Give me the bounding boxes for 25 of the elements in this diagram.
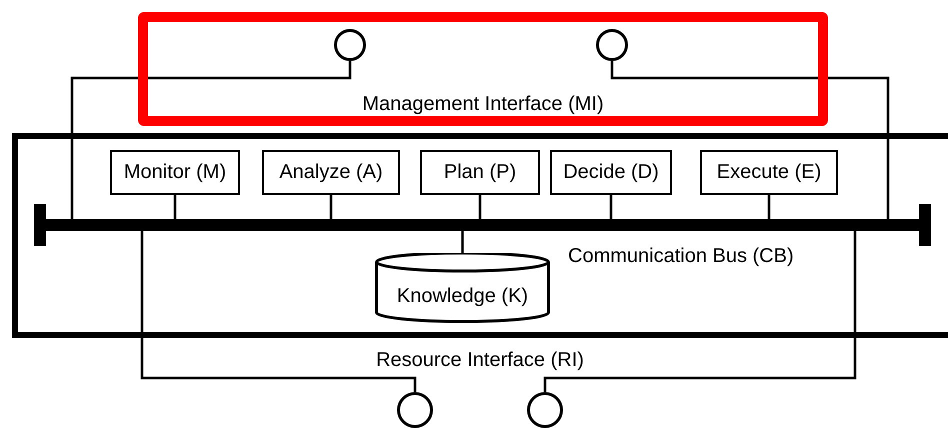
knowledge-cylinder: Knowledge (K) bbox=[375, 253, 550, 323]
connector-line bbox=[461, 231, 464, 253]
connector-line bbox=[768, 195, 770, 219]
component-box: Monitor (M) bbox=[110, 150, 240, 195]
connector-line bbox=[610, 61, 890, 219]
connector-line bbox=[478, 195, 482, 219]
connector-line bbox=[174, 195, 176, 219]
component-box: Analyze (A) bbox=[262, 150, 400, 195]
connector-line bbox=[330, 195, 332, 219]
component-box: Plan (P) bbox=[420, 150, 540, 195]
system-frame bbox=[12, 133, 948, 338]
bus-label: Communication Bus (CB) bbox=[568, 244, 795, 268]
port-circle bbox=[527, 392, 563, 428]
component-box: Execute (E) bbox=[700, 150, 838, 195]
connector-line bbox=[70, 61, 352, 219]
connector-line bbox=[544, 231, 856, 392]
port-circle bbox=[334, 29, 366, 61]
interface-frame bbox=[138, 12, 828, 126]
component-box: Decide (D) bbox=[550, 150, 672, 195]
interface-label: Resource Interface (RI) bbox=[375, 348, 585, 372]
port-circle bbox=[596, 29, 628, 61]
connector-line bbox=[140, 231, 416, 392]
interface-label: Management Interface (MI) bbox=[362, 93, 604, 116]
port-circle bbox=[397, 392, 433, 428]
connector-line bbox=[610, 195, 612, 219]
